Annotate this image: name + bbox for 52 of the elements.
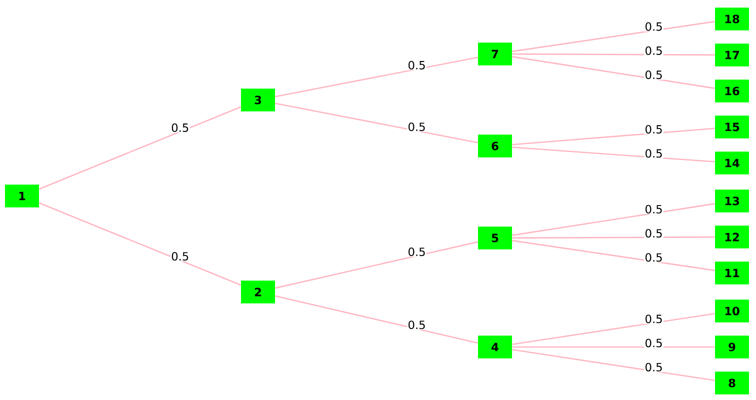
edge-label: 0.5: [407, 122, 426, 132]
connector-line: [512, 203, 715, 236]
edge-label: 0.5: [407, 246, 426, 257]
connector-line: [275, 241, 478, 289]
number-box: 14: [715, 152, 749, 174]
connector-line: [275, 56, 478, 98]
number-box: 15: [715, 116, 749, 138]
number-box: 16: [715, 80, 749, 102]
connector-line: [275, 102, 478, 144]
edge-label: 0.5: [644, 362, 664, 372]
number-box: 17: [715, 44, 749, 66]
number-box: 9: [715, 336, 749, 358]
edge-label: 0.5: [644, 148, 664, 158]
edge-label: 0.5: [407, 60, 426, 70]
number-box: 3: [241, 88, 275, 112]
number-box: 7: [478, 42, 512, 66]
edge-label: 0.5: [170, 251, 190, 262]
number-box: 12: [715, 226, 749, 248]
connector-line: [512, 346, 715, 348]
edge-label: 0.5: [644, 314, 664, 324]
edge-label: 0.5: [644, 22, 664, 32]
connector-line: [512, 128, 715, 146]
connector-line: [39, 106, 241, 190]
connector-line: [512, 56, 715, 89]
number-box: 13: [715, 190, 749, 212]
connector-line: [512, 236, 715, 239]
connector-line: [512, 146, 715, 162]
number-box: 2: [241, 280, 275, 304]
edge-label: 0.5: [170, 122, 190, 133]
edge-label: 0.5: [644, 228, 664, 238]
number-box: 1: [5, 184, 39, 208]
number-box: 18: [715, 8, 749, 30]
connector-line: [512, 348, 715, 382]
connector-line: [512, 53, 715, 56]
number-box: 6: [478, 134, 512, 158]
connector-line: [512, 20, 715, 52]
connector-line: [512, 312, 715, 346]
edge-label: 0.5: [644, 46, 664, 56]
number-box: 4: [478, 336, 512, 358]
connector-line: [39, 202, 241, 286]
edge-label: 0.5: [644, 70, 664, 80]
number-box: 5: [478, 226, 512, 250]
edge-label: 0.5: [644, 252, 664, 262]
edge-label: 0.5: [644, 124, 664, 134]
number-box: 8: [715, 372, 749, 394]
connector-line: [512, 240, 715, 272]
edge-label: 0.5: [644, 204, 664, 214]
number-box: 10: [715, 300, 749, 322]
number-box: 11: [715, 262, 749, 284]
connector-line: [275, 295, 478, 344]
edge-label: 0.5: [407, 320, 426, 330]
edge-label: 0.5: [644, 338, 664, 348]
